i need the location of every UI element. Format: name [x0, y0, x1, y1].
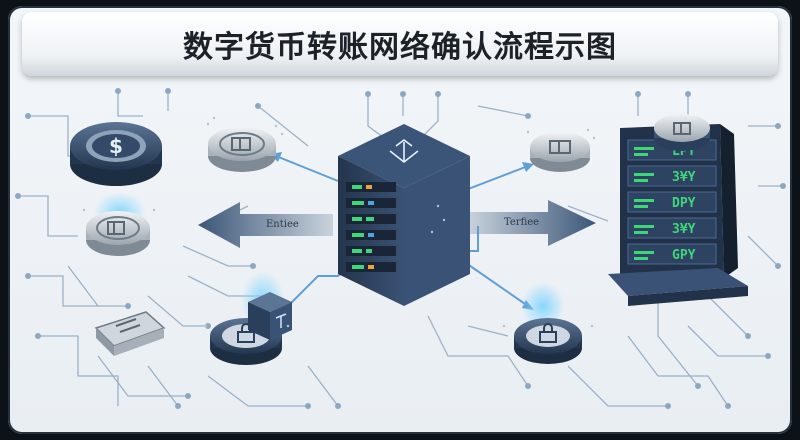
particle-dots — [82, 116, 596, 328]
ledger-row: 3¥Y — [672, 222, 696, 237]
silver-coin-icon — [208, 127, 276, 172]
left-transfer-arrow — [198, 202, 333, 248]
circuit-nodes — [15, 88, 786, 409]
page-title: 数字货币转账网络确认流程示图 — [183, 30, 617, 65]
glow-effect — [521, 282, 565, 330]
server-rack-leds — [346, 182, 396, 272]
diagram-frame: $ — [8, 6, 792, 434]
dollar-coin-icon: $ — [70, 122, 162, 186]
left-arrow-label: Entiee — [266, 219, 299, 230]
ledger-display-icon — [608, 124, 748, 306]
network-diagram: $ — [15, 88, 786, 409]
silver-coin-icon — [530, 132, 590, 172]
ledger-row: GPY — [672, 248, 696, 263]
ledger-row: DPY — [672, 196, 696, 211]
title-banner: 数字货币转账网络确认流程示图 — [22, 12, 778, 76]
silver-coin-icon — [654, 114, 710, 151]
ledger-row: 3¥Y — [672, 170, 696, 185]
lock-coin-icon — [514, 318, 582, 364]
right-transfer-arrow — [468, 200, 596, 246]
silver-coin-icon — [86, 211, 150, 256]
svg-text:$: $ — [109, 134, 123, 158]
ledger-row-labels: LPY 3¥Y DPY 3¥Y GPY — [672, 144, 696, 263]
right-arrow-label: Terfiee — [504, 217, 540, 228]
wallet-icon — [94, 311, 166, 356]
secure-box-icon — [248, 292, 292, 340]
circuit-traces — [18, 91, 783, 407]
